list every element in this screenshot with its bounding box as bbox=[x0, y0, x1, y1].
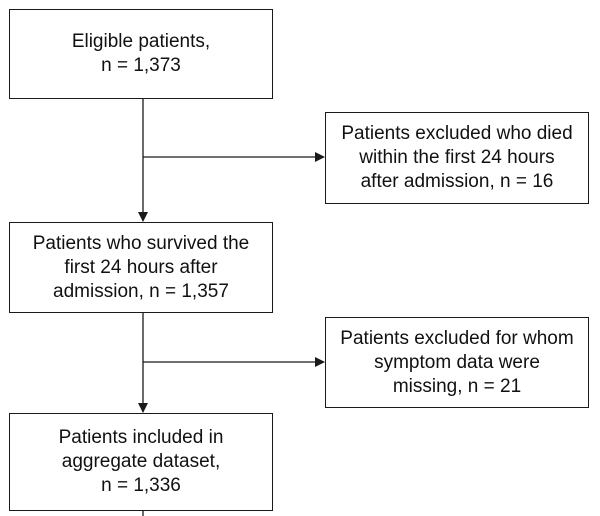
excluded-died-box: Patients excluded who died within the fi… bbox=[325, 112, 589, 204]
excluded-missing-line-1: Patients excluded for whom bbox=[340, 327, 574, 349]
excluded-missing-line-3: missing, n = 21 bbox=[392, 375, 522, 397]
eligible-line-2: n = 1,373 bbox=[101, 55, 181, 76]
included-line-3: n = 1,336 bbox=[101, 475, 181, 496]
included-patients-box: Patients included in aggregate dataset, … bbox=[9, 413, 273, 511]
excluded-died-line-2: within the first 24 hours bbox=[359, 147, 555, 168]
excluded-died-line-1: Patients excluded who died bbox=[341, 123, 573, 144]
eligible-line-1: Eligible patients, bbox=[71, 31, 211, 52]
survived-line-3: admission, n = 1,357 bbox=[53, 280, 229, 302]
eligible-patients-box: Eligible patients, n = 1,373 bbox=[9, 9, 273, 99]
excluded-missing-line-2: symptom data were bbox=[374, 351, 540, 373]
survived-line-2: first 24 hours after bbox=[64, 256, 218, 278]
excluded-missing-box: Patients excluded for whom symptom data … bbox=[325, 317, 589, 408]
included-line-1: Patients included in bbox=[58, 427, 224, 448]
survived-line-1: Patients who survived the bbox=[32, 232, 250, 254]
included-line-2: aggregate dataset, bbox=[61, 451, 221, 472]
survived-patients-box: Patients who survived the first 24 hours… bbox=[9, 222, 273, 313]
excluded-died-line-3: after admission, n = 16 bbox=[360, 171, 554, 192]
